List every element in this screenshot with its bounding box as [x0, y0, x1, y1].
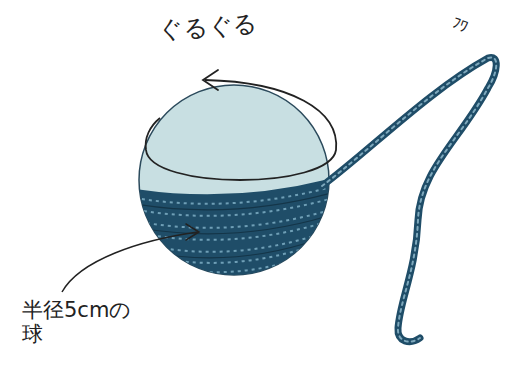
- yarn-band: [130, 176, 340, 290]
- motion-label: ぐるぐる: [157, 11, 259, 46]
- yarn-tail-texture: [322, 57, 496, 341]
- rotation-arrow: [146, 118, 160, 150]
- leader-line: [62, 232, 198, 292]
- rotation-arrow: [146, 80, 336, 180]
- dimension-label: 半径5cmの 球: [22, 298, 134, 346]
- arrow-head: [203, 70, 218, 90]
- sound-label: ﾌﾜ: [449, 14, 470, 37]
- yarn-tail: [322, 57, 496, 341]
- arrow-head: [186, 224, 199, 240]
